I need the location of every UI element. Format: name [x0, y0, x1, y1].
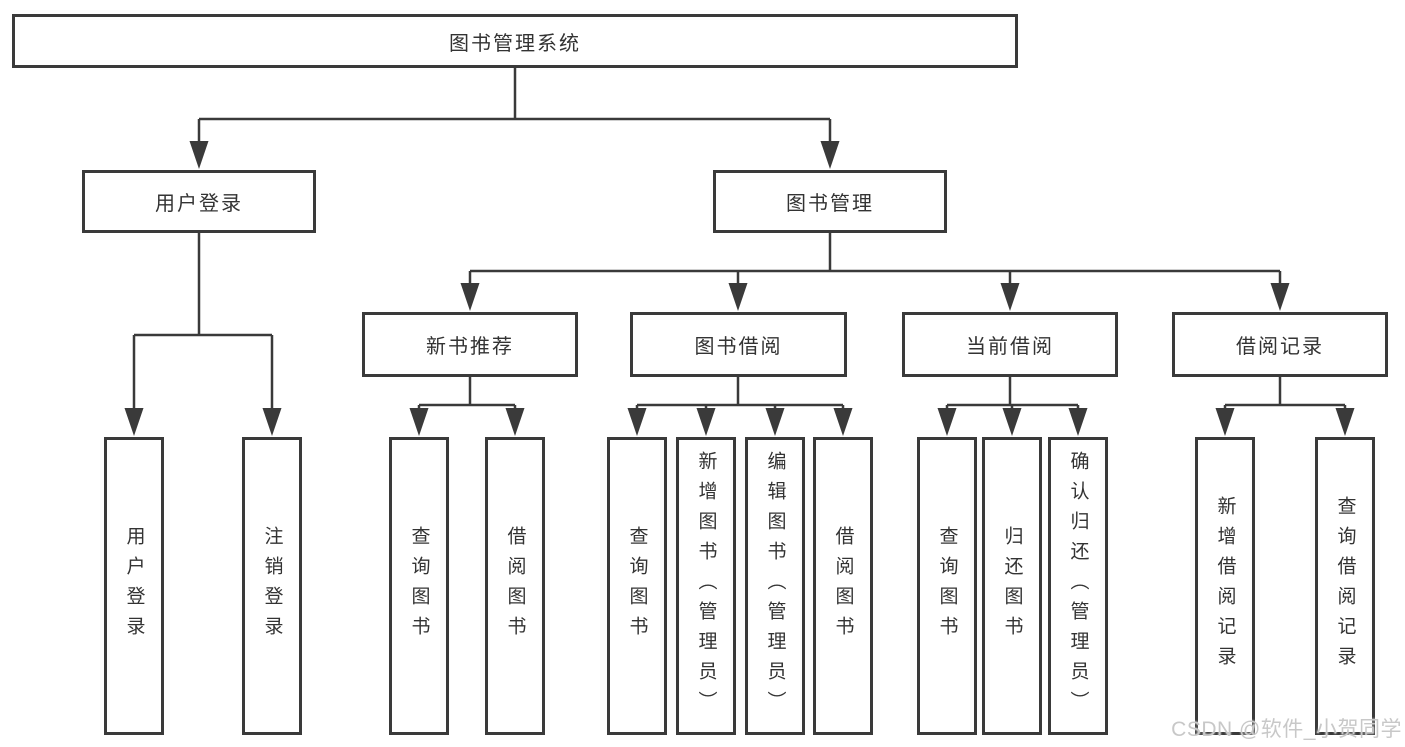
arrow-down-icon: [1335, 408, 1355, 436]
node-borrow-records-label: 借阅记录: [1236, 336, 1324, 358]
node-book-borrow: 图书借阅: [630, 312, 847, 377]
leaf-borrow-books-recommend: 借阅图书: [485, 437, 545, 735]
arrow-down-icon: [833, 408, 853, 436]
node-current-borrow: 当前借阅: [902, 312, 1118, 377]
arrow-down-icon: [1215, 408, 1235, 436]
arrow-down-icon: [1002, 408, 1022, 436]
node-book-borrow-label: 图书借阅: [694, 336, 783, 358]
connector-root-to-level2: [197, 68, 832, 146]
node-book-management: 图书管理: [713, 170, 947, 233]
arrow-down-icon: [820, 141, 840, 169]
arrow-down-icon: [505, 408, 525, 436]
node-root: 图书管理系统: [12, 14, 1018, 68]
watermark: CSDN @软件_小贺同学: [1171, 718, 1402, 741]
arrow-down-icon: [1068, 408, 1088, 436]
leaf-query-books-recommend: 查询图书: [389, 437, 449, 735]
leaf-borrow-books-borrow: 借阅图书: [813, 437, 873, 735]
node-user-login: 用户登录: [82, 170, 316, 233]
arrow-down-icon: [1000, 283, 1020, 311]
leaf-user-login: 用户登录: [104, 437, 164, 735]
leaf-query-borrow-record: 查询借阅记录: [1315, 437, 1375, 735]
connector-bookmgmt-to-level3: [468, 233, 1282, 288]
leaf-add-borrow-record: 新增借阅记录: [1195, 437, 1255, 735]
leaf-query-books-borrow: 查询图书: [607, 437, 667, 735]
connector-bookborrow-to-leaves: [635, 377, 845, 414]
arrow-down-icon: [765, 408, 785, 436]
arrow-down-icon: [262, 408, 282, 436]
leaf-return-books: 归还图书: [982, 437, 1042, 735]
connector-borrowrecords-to-leaves: [1223, 377, 1347, 414]
node-new-book-recommend: 新书推荐: [362, 312, 578, 377]
node-root-label: 图书管理系统: [449, 32, 581, 55]
arrow-down-icon: [124, 408, 144, 436]
connector-newbook-to-leaves: [417, 377, 517, 414]
leaf-edit-book-admin: 编辑图书（管理员）: [745, 437, 805, 735]
arrow-down-icon: [696, 408, 716, 436]
node-book-management-label: 图书管理: [786, 193, 874, 215]
arrow-down-icon: [627, 408, 647, 436]
leaf-query-books-current: 查询图书: [917, 437, 977, 735]
arrow-down-icon: [728, 283, 748, 311]
node-new-book-recommend-label: 新书推荐: [426, 336, 514, 358]
arrow-down-icon: [937, 408, 957, 436]
node-borrow-records: 借阅记录: [1172, 312, 1388, 377]
node-user-login-label: 用户登录: [155, 193, 243, 215]
arrow-down-icon: [189, 141, 209, 169]
arrow-down-icon: [460, 283, 480, 311]
connector-userlogin-to-leaves: [132, 233, 274, 414]
arrow-down-icon: [409, 408, 429, 436]
leaf-add-book-admin: 新增图书（管理员）: [676, 437, 736, 735]
connector-currentborrow-to-leaves: [945, 377, 1080, 414]
arrow-down-icon: [1270, 283, 1290, 311]
leaf-logout: 注销登录: [242, 437, 302, 735]
leaf-confirm-return-admin: 确认归还（管理员）: [1048, 437, 1108, 735]
node-current-borrow-label: 当前借阅: [966, 336, 1054, 358]
